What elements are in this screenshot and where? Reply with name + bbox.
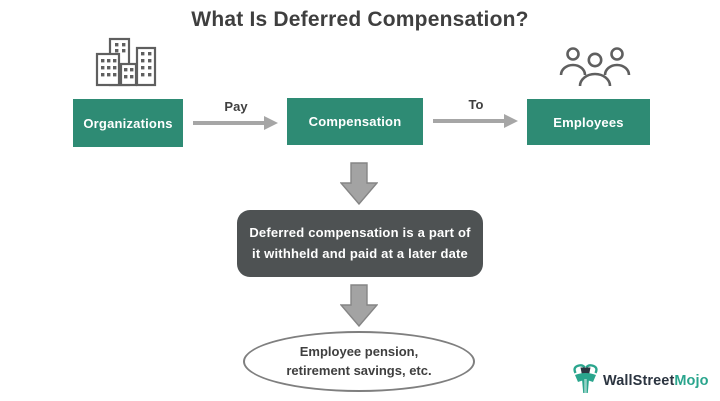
people-group-icon (558, 44, 632, 94)
down-arrow-icon (339, 162, 379, 206)
logo-text: WallStreetMojo (603, 373, 709, 389)
result-text: Employee pension, retirement savings, et… (286, 343, 432, 378)
buildings-icon (93, 37, 159, 94)
bull-icon (572, 363, 599, 399)
node-label: Employees (553, 114, 624, 130)
result-ellipse: Employee pension, retirement savings, et… (243, 331, 475, 392)
node-label: Organizations (83, 115, 173, 131)
logo-text-secondary: Mojo (674, 373, 709, 389)
logo-text-primary: WallStreet (603, 373, 675, 389)
definition-text: Deferred compensation is a part of it wi… (249, 225, 471, 261)
down-arrow-icon (339, 284, 379, 328)
flow-node-employees: Employees (527, 99, 650, 145)
flow-node-organizations: Organizations (73, 99, 183, 147)
arrow-label-to: To (468, 97, 484, 112)
definition-callout: Deferred compensation is a part of it wi… (237, 210, 483, 277)
node-label: Compensation (308, 114, 402, 129)
flow-node-compensation: Compensation (287, 98, 423, 145)
page-title: What Is Deferred Compensation? (191, 8, 529, 31)
arrow-label-pay: Pay (224, 99, 248, 114)
brand-logo: WallStreetMojo (572, 363, 709, 399)
right-arrow-icon (193, 116, 278, 130)
right-arrow-icon (433, 114, 518, 128)
